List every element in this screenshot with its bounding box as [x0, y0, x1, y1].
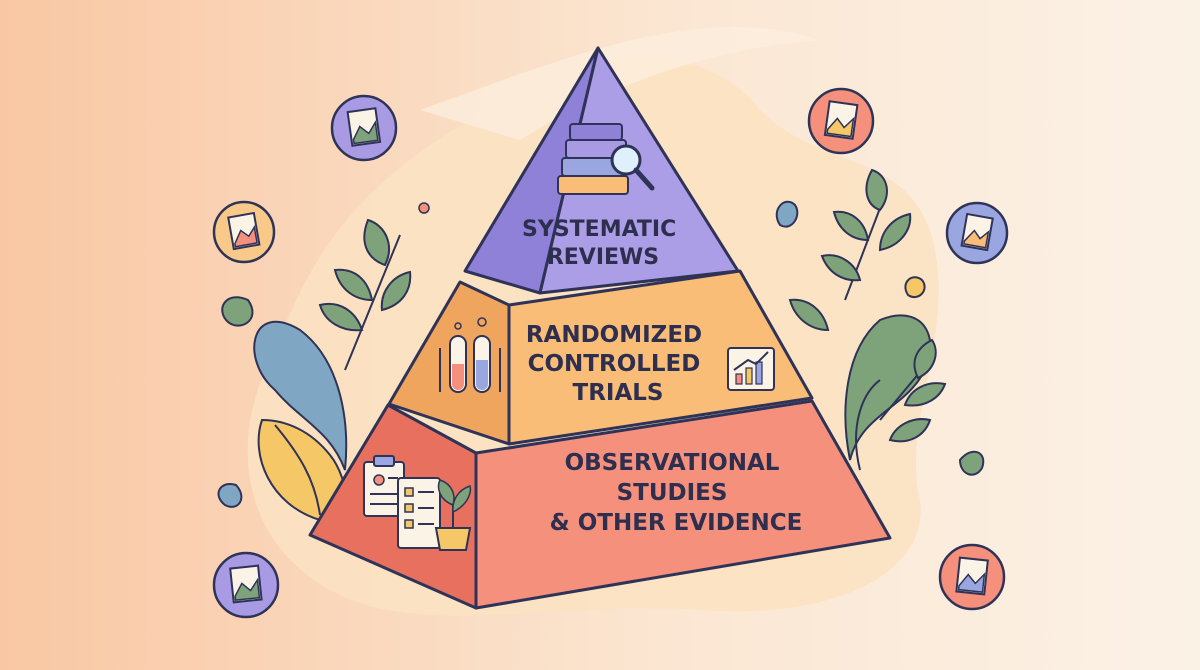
books-magnifier-icon — [557, 123, 655, 195]
tier-middle: RANDOMIZED CONTROLLED TRIALS — [387, 269, 814, 446]
side-badges — [212, 87, 1009, 619]
test-tubes-icon — [439, 317, 501, 393]
tier-top: SYSTEMATIC REVIEWS — [463, 46, 740, 295]
tier-top-label: SYSTEMATIC REVIEWS — [522, 217, 684, 270]
bar-chart-icon — [727, 347, 775, 391]
document-image-badge-icon — [807, 87, 875, 155]
tier-bottom-label: OBSERVATIONAL STUDIES & OTHER EVIDENCE — [550, 450, 803, 536]
clipboard-checklist-icon — [363, 455, 472, 551]
document-image-badge-icon — [212, 551, 280, 619]
tier-middle-line-1: RANDOMIZED — [526, 322, 702, 348]
left-foliage — [217, 202, 430, 523]
tier-middle-label: RANDOMIZED CONTROLLED TRIALS — [526, 322, 710, 406]
tier-bottom-line-3: & OTHER EVIDENCE — [550, 510, 803, 536]
tier-middle-line-3: TRIALS — [573, 380, 664, 406]
document-image-badge-icon — [945, 201, 1009, 265]
tier-middle-line-2: CONTROLLED — [528, 351, 701, 377]
tier-bottom-front-face — [474, 399, 892, 610]
tier-top-line-2: REVIEWS — [547, 245, 659, 270]
tier-top-line-1: SYSTEMATIC — [522, 217, 676, 242]
document-image-badge-icon — [938, 543, 1006, 611]
document-image-badge-icon — [330, 94, 398, 162]
document-image-badge-icon — [212, 200, 276, 264]
right-foliage — [775, 168, 985, 476]
tier-bottom: OBSERVATIONAL STUDIES & OTHER EVIDENCE — [308, 399, 892, 610]
tier-bottom-line-2: STUDIES — [617, 480, 728, 506]
tier-middle-front-face — [507, 269, 814, 446]
tier-bottom-line-1: OBSERVATIONAL — [565, 450, 780, 476]
